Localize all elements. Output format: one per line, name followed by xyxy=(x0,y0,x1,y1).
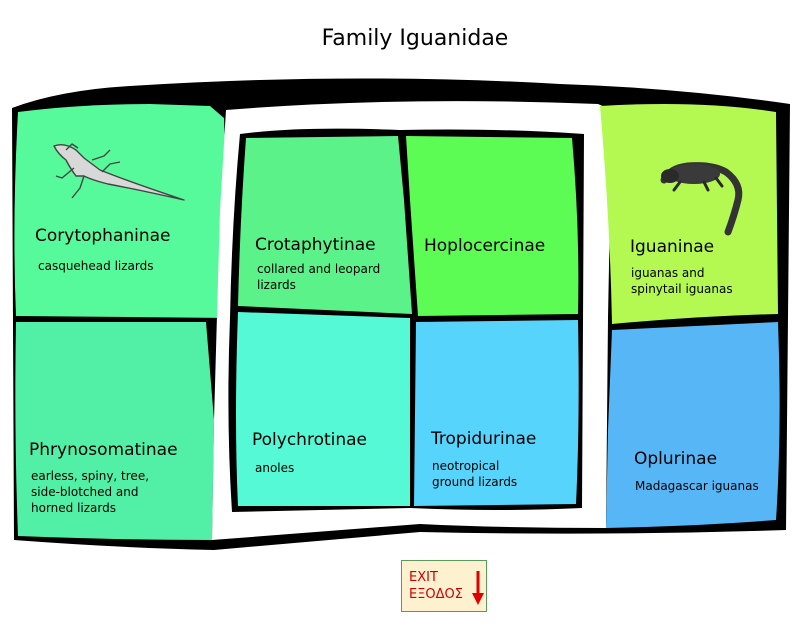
hoplocercinae-label[interactable]: Hoplocercinae xyxy=(424,236,546,256)
region-crotaphytinae[interactable] xyxy=(238,136,412,314)
exit-button[interactable]: EXIT ΕΞΟΔΟΣ xyxy=(401,560,487,612)
oplurinae-label[interactable]: Oplurinae xyxy=(634,449,718,469)
iguana-icon xyxy=(660,162,743,236)
page-title: Family Iguanidae xyxy=(321,26,509,51)
crotaphytinae-label[interactable]: Crotaphytinae xyxy=(255,235,376,255)
region-oplurinae[interactable] xyxy=(606,322,780,528)
phrynosomatinae-label[interactable]: Phrynosomatinae xyxy=(29,440,178,460)
region-tropidurinae[interactable] xyxy=(414,320,579,506)
phrynosomatinae-desc: earless, spiny, tree, side-blotched and … xyxy=(31,469,150,515)
region-iguaninae[interactable] xyxy=(600,104,778,324)
region-hoplocercinae[interactable] xyxy=(406,136,579,316)
exit-label: EXIT xyxy=(409,570,438,585)
region-polychrotinae[interactable] xyxy=(236,312,410,506)
corytophaninae-label[interactable]: Corytophaninae xyxy=(35,226,171,246)
tropidurinae-desc: neotropical ground lizards xyxy=(432,459,518,489)
iguaninae-desc: iguanas and spinytail iguanas xyxy=(631,266,733,296)
region-phrynosomatinae[interactable] xyxy=(15,322,215,540)
polychrotinae-label[interactable]: Polychrotinae xyxy=(252,430,368,450)
polychrotinae-desc: anoles xyxy=(255,461,295,475)
basilisk-lizard-icon xyxy=(53,143,185,201)
crotaphytinae-desc: collared and leopard lizards xyxy=(257,262,381,292)
region-corytophaninae[interactable] xyxy=(14,104,231,318)
down-arrow-icon xyxy=(472,571,484,605)
corytophaninae-desc: casquehead lizards xyxy=(38,259,154,273)
exit-label-greek: ΕΞΟΔΟΣ xyxy=(409,587,463,602)
oplurinae-desc: Madagascar iguanas xyxy=(635,479,759,493)
iguaninae-label[interactable]: Iguaninae xyxy=(630,237,715,257)
tropidurinae-label[interactable]: Tropidurinae xyxy=(431,429,537,449)
